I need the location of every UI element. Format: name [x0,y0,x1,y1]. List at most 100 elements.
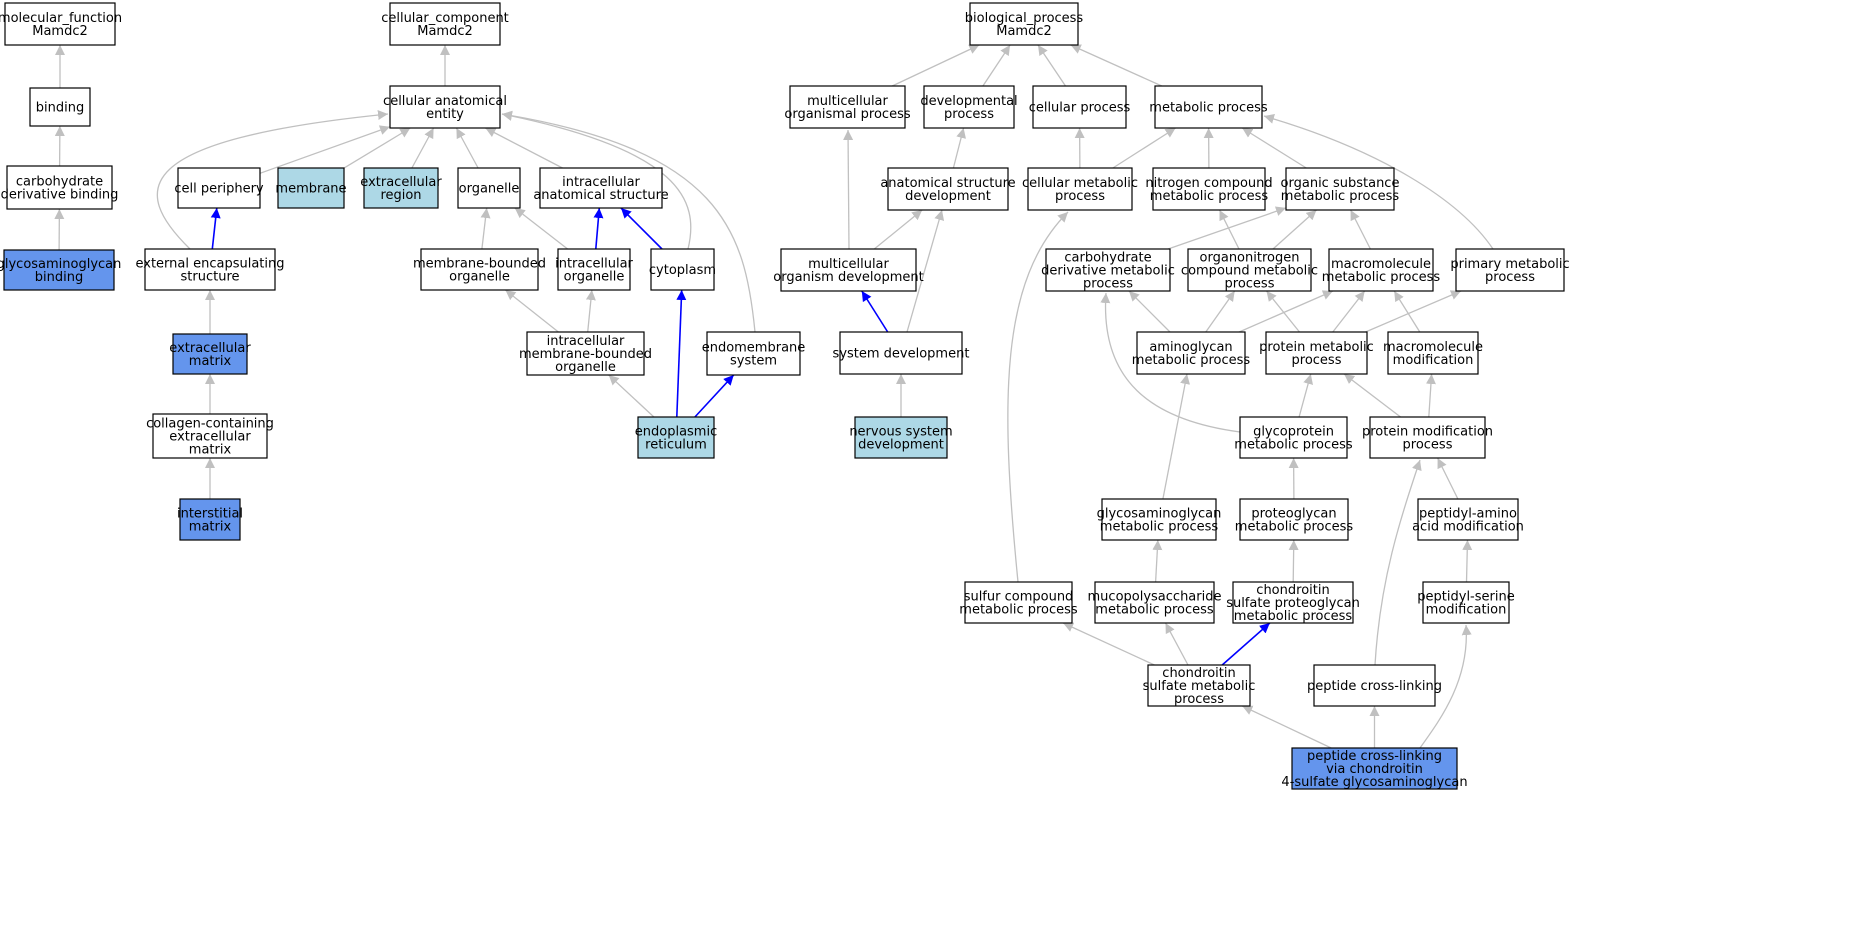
node-label: derivative metabolic [1041,264,1175,279]
node-label: extracellular [169,341,251,356]
node-box [839,331,963,375]
node-label: metabolic process [1235,520,1354,535]
edge-sysdev-to-mod [861,290,889,333]
node-label: endoplasmic [635,425,717,440]
node-box [4,2,116,46]
node-label: endomembrane [702,341,806,356]
node-label: matrix [189,354,232,369]
node-box [389,2,501,46]
node-label: molecular_function [0,11,122,26]
node-label: 4-sulfate glycosaminoglycan [1281,775,1467,790]
node-box [1455,248,1565,292]
node-label: membrane [275,182,346,197]
node-box [172,333,248,375]
node-pcl[interactable]: peptide cross-linking [1307,664,1442,707]
node-periphery[interactable]: cell periphery [174,167,264,209]
node-box [144,248,276,291]
node-binding[interactable]: binding [29,87,91,127]
node-label: binding [35,270,83,285]
node-box [706,331,801,376]
node-sysdev[interactable]: system development [833,331,970,375]
node-membrane[interactable]: membrane [275,167,347,209]
node-label: organonitrogen [1200,251,1300,266]
node-label: cytoplasm [649,263,716,278]
edge-pcl-to-pmodp [1374,459,1422,666]
node-box [420,248,539,291]
node-cytoplasm[interactable]: cytoplasm [649,248,716,291]
edge-osmp-to-met_proc [1241,127,1307,169]
edge-cytoplasm-to-ias [620,207,663,250]
node-box [1232,581,1354,624]
node-organelle[interactable]: organelle [457,167,521,209]
node-label: developmental [920,94,1017,109]
node-label: chondroitin [1256,583,1329,598]
edge-ocmp-to-ncmp [1218,209,1240,250]
edge-imbo-to-mbo [504,289,559,333]
node-label: glycosaminoglycan [1097,507,1222,522]
node-box [650,248,715,291]
edge-io-to-organelle [514,207,568,250]
node-label: metabolic process [1095,603,1214,618]
edge-mbo-to-organelle [480,207,491,250]
node-label: organic substance [1281,176,1400,191]
node-label: carbohydrate [16,175,103,190]
edge-asd-to-dev_proc [952,127,966,169]
node-label: protein metabolic [1259,340,1374,355]
node-label: peptidyl-amino [1419,507,1517,522]
edge-mod-to-asd [873,209,923,250]
edge-layer [54,44,1494,749]
node-label: nitrogen compound [1145,176,1272,191]
node-label: extracellular [360,175,442,190]
node-met_proc[interactable]: metabolic process [1149,85,1268,129]
node-label: organismal process [784,107,910,122]
node-box [277,167,345,209]
node-label: process [944,107,994,122]
node-cell_proc[interactable]: cellular process [1029,85,1131,129]
node-box [363,167,439,209]
